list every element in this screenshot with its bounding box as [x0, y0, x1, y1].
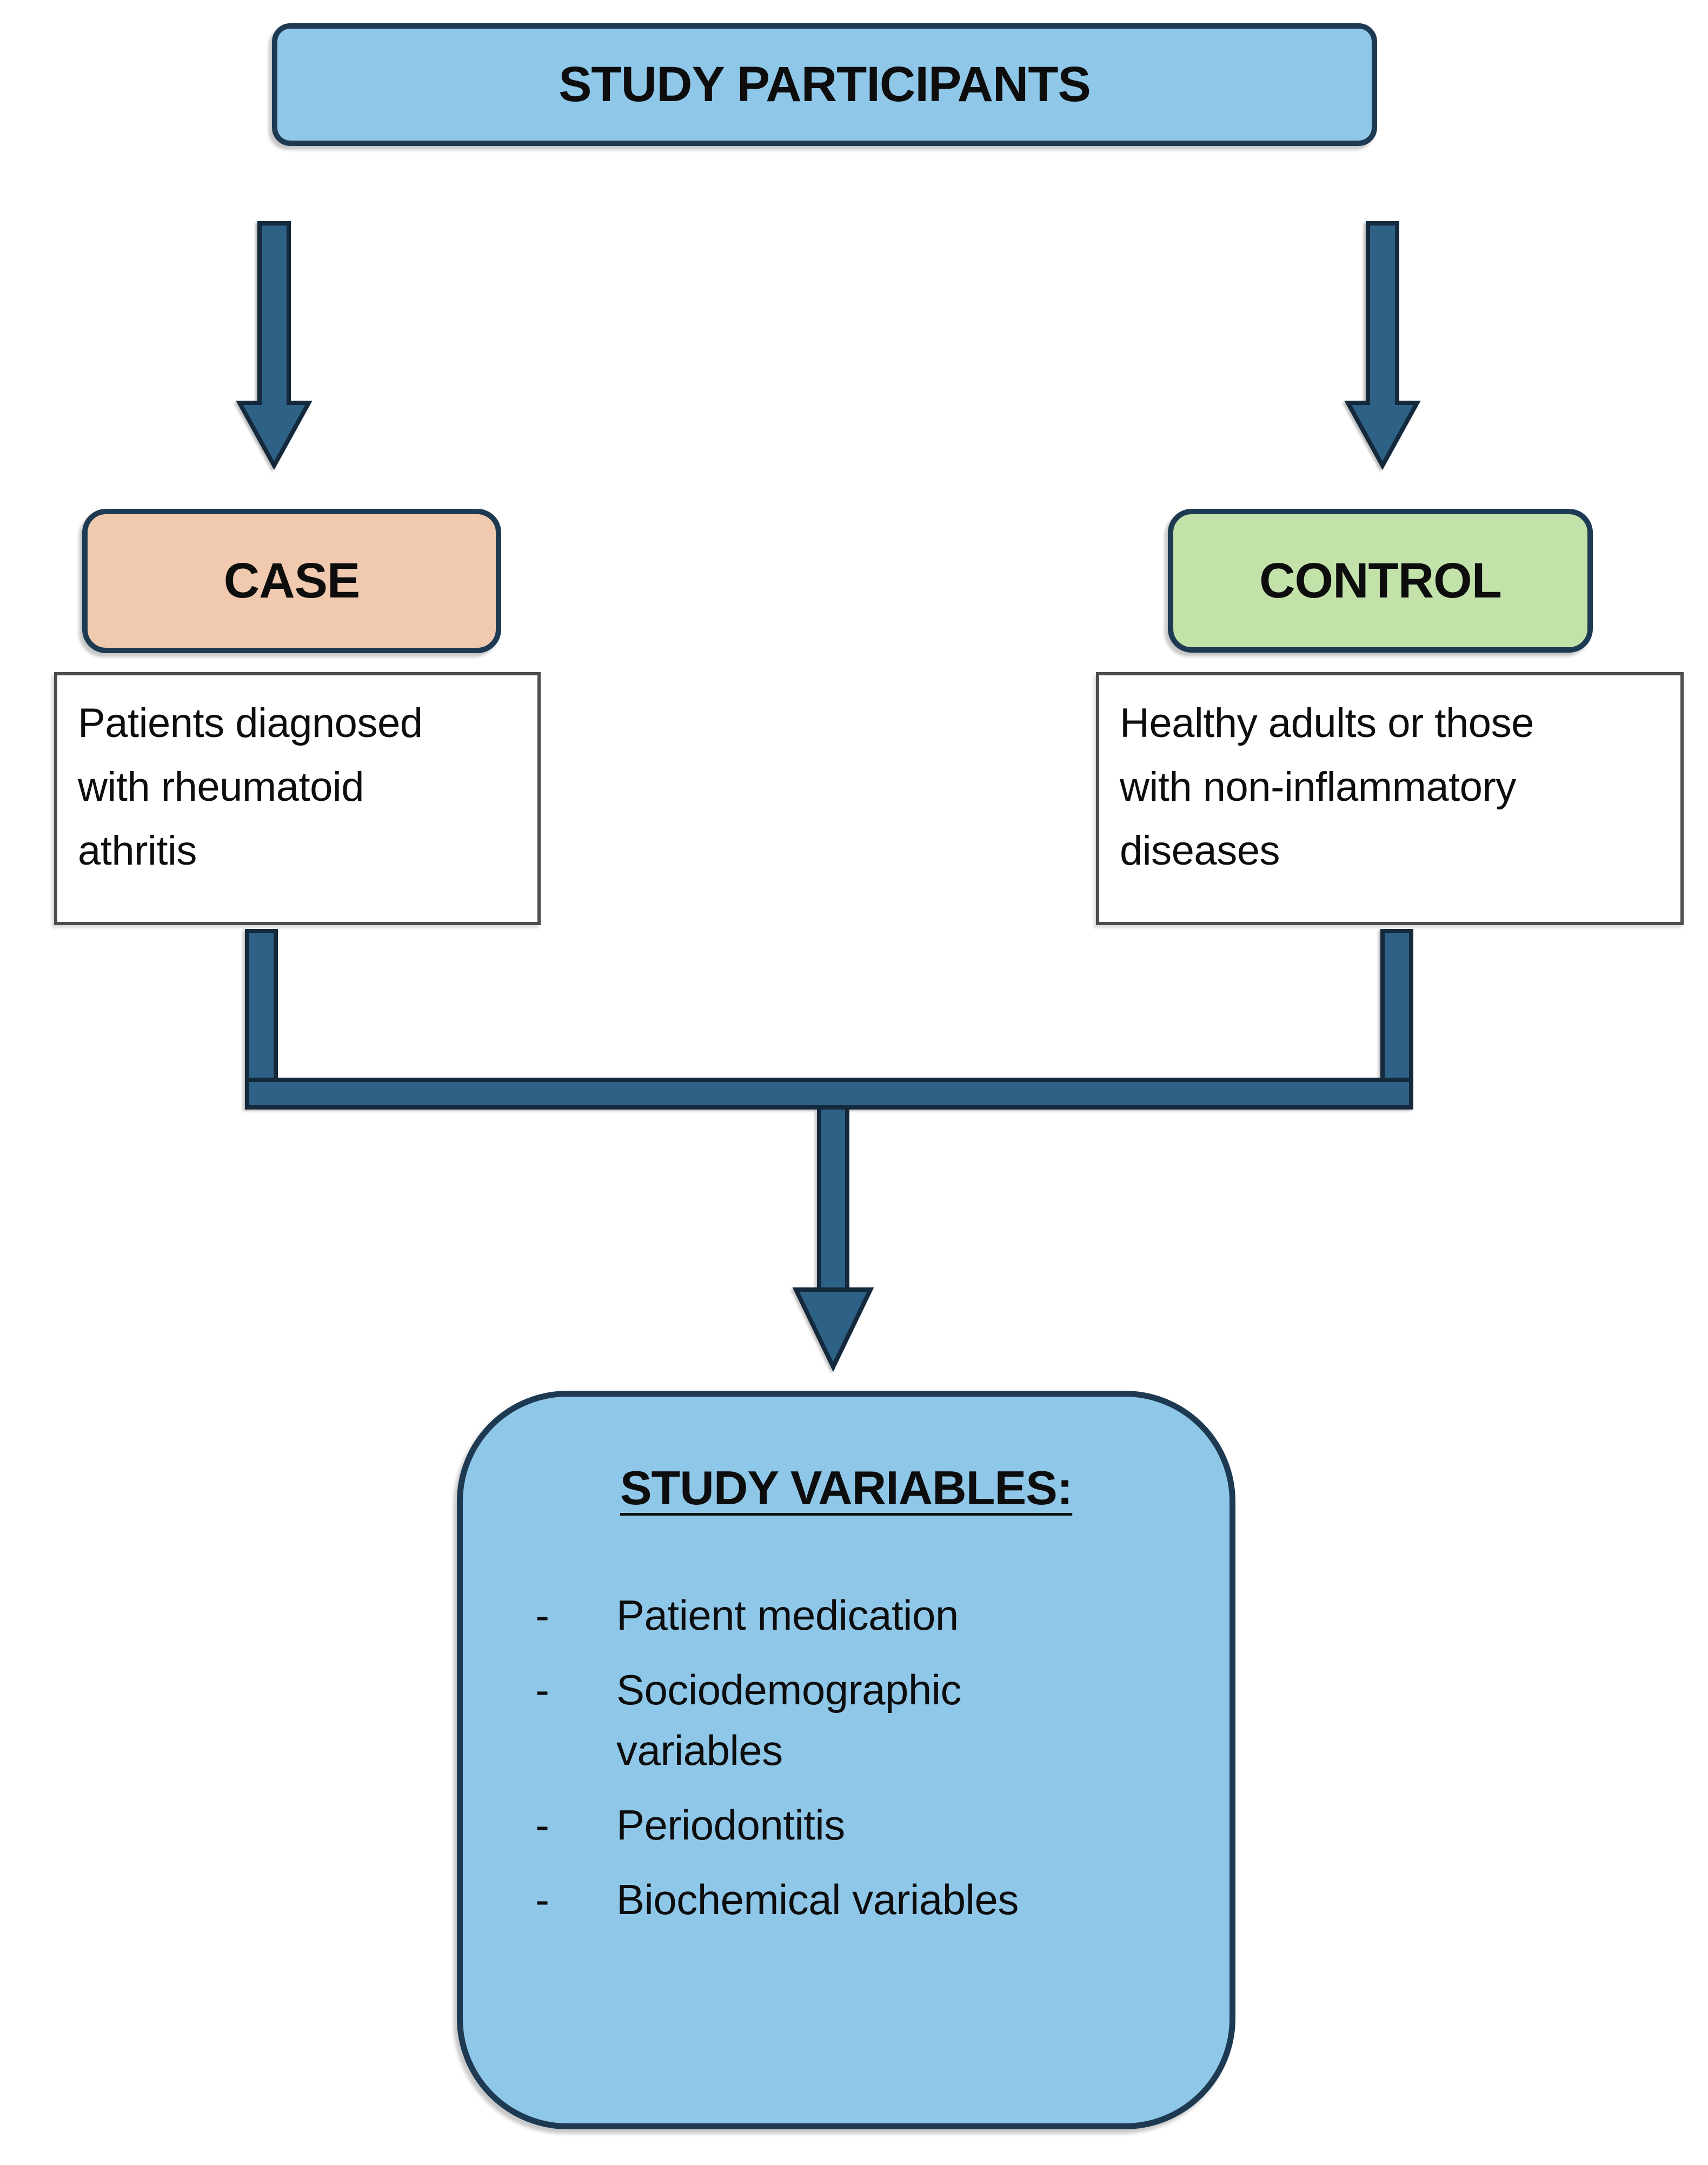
list-item-label: Biochemical variables [616, 1876, 1019, 1923]
study-participants-box: STUDY PARTICIPANTS [272, 23, 1377, 146]
connector-horizontal-bar [245, 1078, 1413, 1110]
control-description-line: diseases [1120, 828, 1280, 874]
list-item: - Sociodemographic variables [535, 1659, 1197, 1781]
case-box: CASE [82, 509, 501, 653]
control-box: CONTROL [1168, 509, 1593, 653]
list-item: - Biochemical variables [535, 1869, 1197, 1930]
study-participants-label: STUDY PARTICIPANTS [559, 57, 1091, 112]
study-variables-list: - Patient medication - Sociodemographic … [463, 1585, 1230, 1930]
control-label: CONTROL [1259, 553, 1502, 608]
dash-bullet: - [535, 1876, 549, 1923]
arrow-down-to-control-icon [1344, 221, 1421, 470]
list-item: - Patient medication [535, 1585, 1197, 1645]
study-variables-title: STUDY VARIABLES: [620, 1461, 1073, 1515]
case-description-line: athritis [78, 828, 197, 874]
arrow-down-to-case-icon [236, 221, 313, 470]
list-item-label: Periodontitis [616, 1801, 845, 1849]
control-description-box: Healthy adults or those with non-inflamm… [1096, 672, 1684, 925]
merge-connector-arrow-icon [245, 929, 1413, 1372]
list-item-label: Patient medication [616, 1591, 959, 1639]
case-label: CASE [223, 553, 361, 608]
connector-right-leg [1380, 929, 1413, 1090]
connector-center-shaft [817, 1105, 849, 1296]
dash-bullet: - [535, 1801, 549, 1849]
control-description-line: with non-inflammatory [1120, 764, 1516, 810]
case-description-box: Patients diagnosed with rheumatoid athri… [54, 672, 541, 925]
case-description-line: Patients diagnosed [78, 700, 423, 746]
list-item-label: Sociodemographic variables [616, 1666, 962, 1774]
case-description-line: with rheumatoid [78, 764, 364, 810]
connector-left-leg [245, 929, 278, 1090]
control-description-line: Healthy adults or those [1120, 700, 1534, 746]
list-item: - Periodontitis [535, 1795, 1197, 1855]
study-variables-box: STUDY VARIABLES: - Patient medication - … [457, 1391, 1235, 2129]
dash-bullet: - [535, 1666, 549, 1714]
connector-arrowhead [792, 1287, 874, 1372]
dash-bullet: - [535, 1591, 549, 1639]
